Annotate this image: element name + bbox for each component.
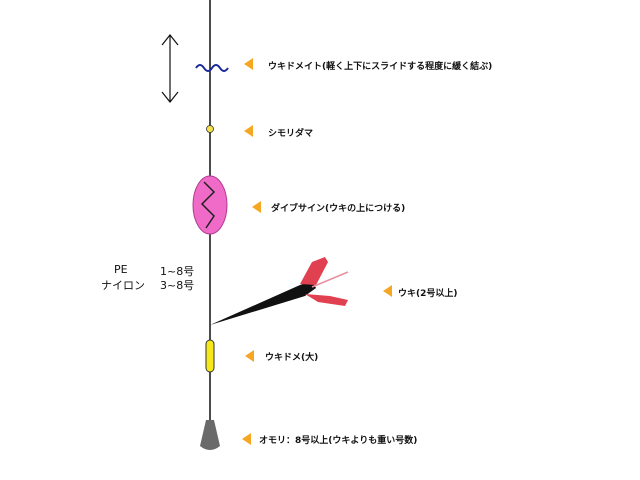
pointer-icon <box>245 350 254 362</box>
sinker <box>200 420 220 450</box>
dive-sign <box>192 175 228 235</box>
label-float: ウキ(2号以上) <box>398 289 458 299</box>
pointer-icon <box>244 58 253 70</box>
pe-range: 1~8号 <box>160 265 195 278</box>
nylon-label: ナイロン <box>101 279 145 292</box>
label-float-stopper-large: ウキドメ(大) <box>265 353 319 363</box>
shimori-bead <box>206 125 214 133</box>
slide-range-arrow-icon <box>161 34 179 103</box>
label-float-stopper-knot: ウキドメイト(軽く上下にスライドする程度に緩く結ぶ) <box>268 62 493 72</box>
pointer-icon <box>242 433 251 445</box>
label-shimori-bead: シモリダマ <box>268 129 314 139</box>
pointer-icon <box>383 285 392 297</box>
dart-float <box>210 257 349 325</box>
nylon-range: 3~8号 <box>160 279 195 292</box>
label-sinker: オモリ：8号以上(ウキよりも重い号数) <box>259 436 418 446</box>
label-dive-sign: ダイブサイン(ウキの上につける) <box>271 204 406 214</box>
float-stopper-large <box>205 339 215 373</box>
pointer-icon <box>252 201 261 213</box>
pe-label: PE <box>114 263 128 276</box>
float-stopper-knot <box>195 64 229 72</box>
pointer-icon <box>244 125 253 137</box>
